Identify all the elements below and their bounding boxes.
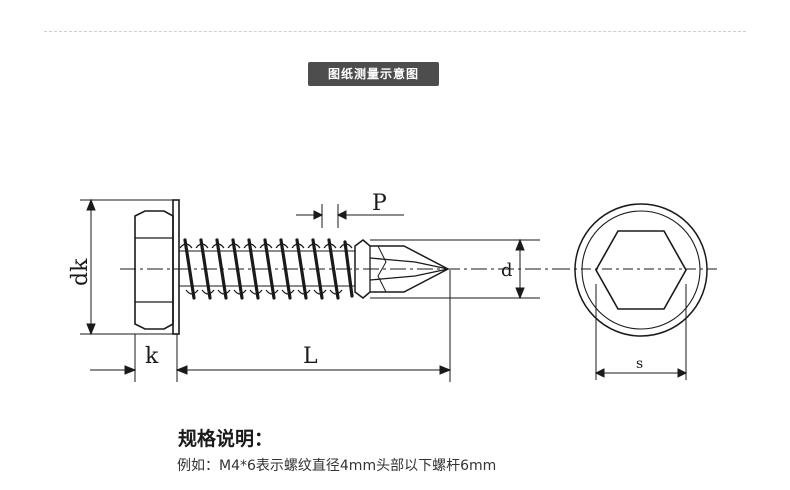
end-view xyxy=(560,203,720,380)
length-label: L xyxy=(303,344,318,369)
thread-diameter-label: d xyxy=(501,260,513,281)
pitch-dimension xyxy=(296,204,404,228)
d-dimension xyxy=(370,238,540,300)
top-divider xyxy=(44,31,746,32)
diagram-title-badge: 图纸测量示意图 xyxy=(308,62,439,86)
spec-title: 规格说明： xyxy=(178,428,274,450)
drill-point xyxy=(354,239,450,299)
head-diameter-label: dk xyxy=(68,258,93,286)
head-height-label: k xyxy=(145,344,159,369)
pitch-label: P xyxy=(372,191,387,216)
dk-dimension xyxy=(80,198,179,336)
hex-width-label: s xyxy=(636,356,643,372)
screw-head xyxy=(134,199,180,335)
k-l-dimensions xyxy=(90,270,452,382)
spec-example: 例如：M4*6表示螺纹直径4mm头部以下螺杆6mm xyxy=(177,458,497,474)
